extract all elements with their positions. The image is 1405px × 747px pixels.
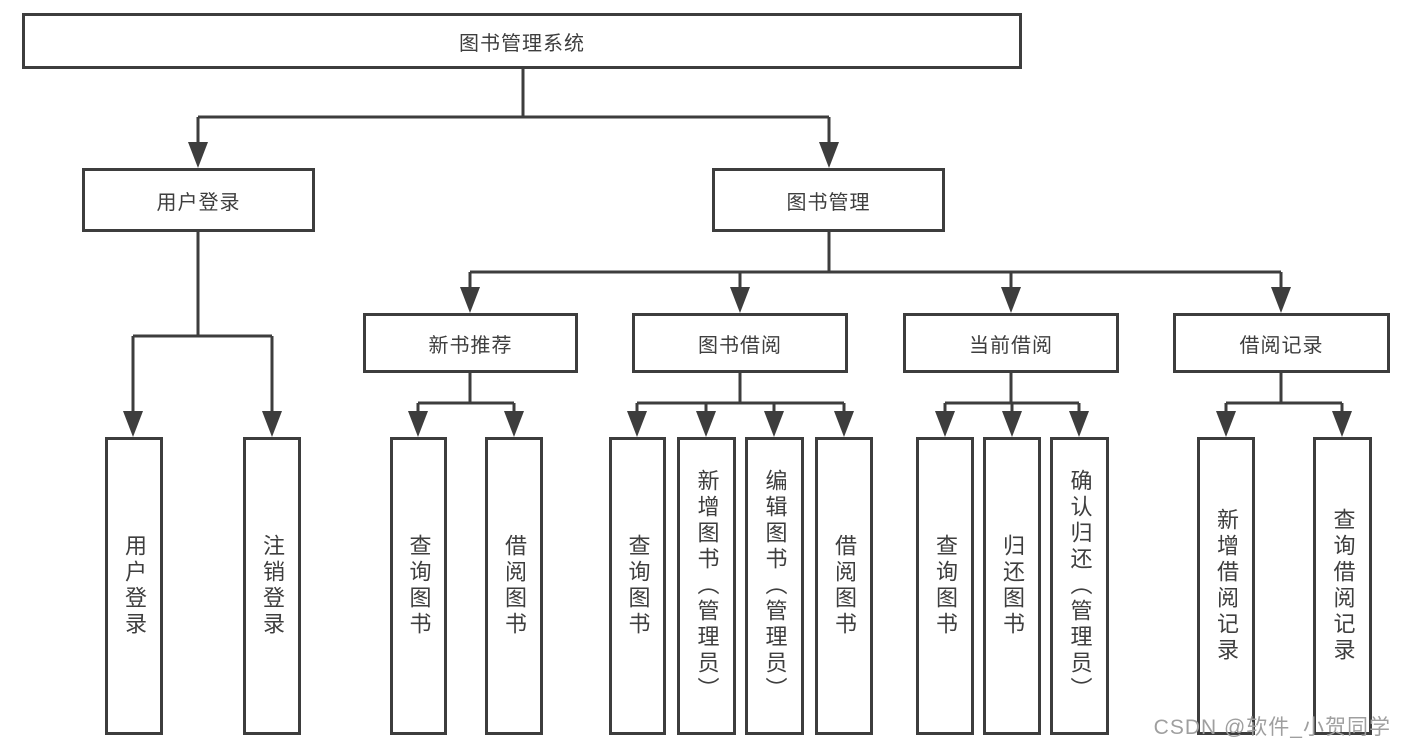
arrowhead-icon [262,411,282,437]
node-label: 借阅记录 [1239,334,1324,357]
arrowhead-icon [764,411,784,437]
leaf-borrow-books: 借阅图书 [815,437,873,735]
node-label: 图书管理系统 [459,32,585,55]
node-label: 确认归还（管理员） [1067,469,1093,703]
node-label: 图书管理 [786,191,871,214]
leaf-user-login: 用户登录 [105,437,163,735]
leaf-query-books-current: 查询图书 [916,437,974,735]
node-label: 借阅图书 [502,534,527,638]
leaf-return-books: 归还图书 [983,437,1041,735]
node-new-book-recommend: 新书推荐 [363,313,578,373]
connector-user-login [131,232,274,415]
node-label: 新增图书（管理员） [694,469,720,703]
connector-root [196,68,831,146]
leaf-logout: 注销登录 [243,437,301,735]
leaf-query-books-borrow: 查询图书 [609,437,666,735]
connector-new-book [416,373,516,415]
arrowhead-icon [1001,287,1021,313]
node-book-borrow: 图书借阅 [632,313,848,373]
node-label: 借阅图书 [832,534,857,638]
arrowhead-icon [935,411,955,437]
node-label: 注销登录 [260,534,285,638]
arrowhead-icon [1216,411,1236,437]
node-label: 当前借阅 [969,334,1053,357]
leaf-query-books-recommend: 查询图书 [390,437,447,735]
node-label: 查询图书 [933,534,958,638]
node-current-borrow: 当前借阅 [903,313,1119,373]
arrowhead-icon [819,142,839,168]
node-label: 查询借阅记录 [1330,508,1356,664]
node-borrow-records: 借阅记录 [1173,313,1390,373]
node-label: 归还图书 [1000,534,1025,638]
node-label: 图书借阅 [698,334,782,357]
node-label: 用户登录 [122,534,147,638]
leaf-add-books-admin: 新增图书（管理员） [677,437,736,735]
connector-lines [131,68,1344,415]
arrowhead-icon [627,411,647,437]
arrowhead-icon [123,411,143,437]
leaf-query-borrow-record: 查询借阅记录 [1313,437,1372,735]
leaf-confirm-return-admin: 确认归还（管理员） [1050,437,1109,735]
node-label: 编辑图书（管理员） [762,469,788,703]
arrowhead-icon [1271,287,1291,313]
leaf-borrow-books-recommend: 借阅图书 [485,437,543,735]
connector-borrow-records [1224,373,1344,415]
node-label: 新增借阅记录 [1214,508,1239,664]
connector-book-management [468,232,1283,291]
arrowhead-icon [1069,411,1089,437]
arrowhead-icon [460,287,480,313]
node-label: 用户登录 [156,191,241,214]
node-user-login: 用户登录 [82,168,315,232]
arrowhead-icon [504,411,524,437]
arrowhead-icon [730,287,750,313]
node-book-management-system: 图书管理系统 [22,13,1022,69]
leaf-edit-books-admin: 编辑图书（管理员） [745,437,804,735]
node-label: 查询图书 [406,534,432,638]
arrowhead-icon [188,142,208,168]
node-label: 查询图书 [625,534,651,638]
arrowheads [123,142,1352,437]
arrowhead-icon [1002,411,1022,437]
arrowhead-icon [1332,411,1352,437]
connector-current-borrow [943,373,1081,415]
connector-book-borrow [635,373,846,415]
arrowhead-icon [696,411,716,437]
node-book-management: 图书管理 [712,168,945,232]
csdn-watermark: CSDN @软件_小贺同学 [1153,716,1391,739]
arrowhead-icon [408,411,428,437]
leaf-add-borrow-record: 新增借阅记录 [1197,437,1255,735]
arrowhead-icon [834,411,854,437]
node-label: 新书推荐 [428,334,513,357]
